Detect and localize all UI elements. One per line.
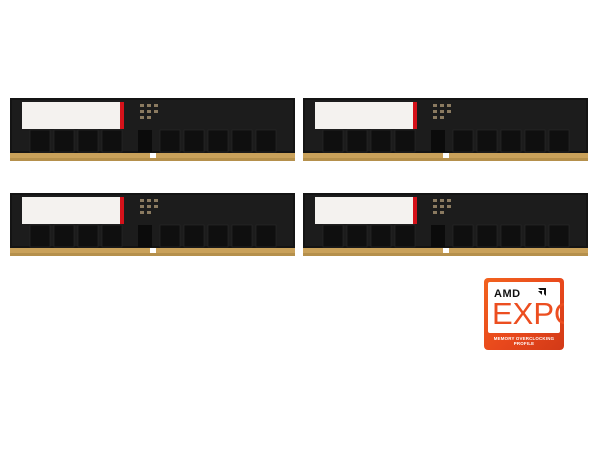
badge-brand: AMD [494,288,521,300]
brand-label [22,102,124,129]
memory-module-4 [303,193,588,256]
memory-module-3 [10,193,295,256]
memory-module-1 [10,98,295,161]
badge-tagline: MEMORY OVERCLOCKING PROFILE [493,336,555,346]
amd-arrow-icon [538,288,546,296]
amd-expo-badge: AMD EXPO MEMORY OVERCLOCKING PROFILE [484,278,564,350]
badge-product: EXPO [492,296,564,331]
badge-panel: AMD EXPO [488,282,564,333]
memory-module-2 [303,98,588,161]
